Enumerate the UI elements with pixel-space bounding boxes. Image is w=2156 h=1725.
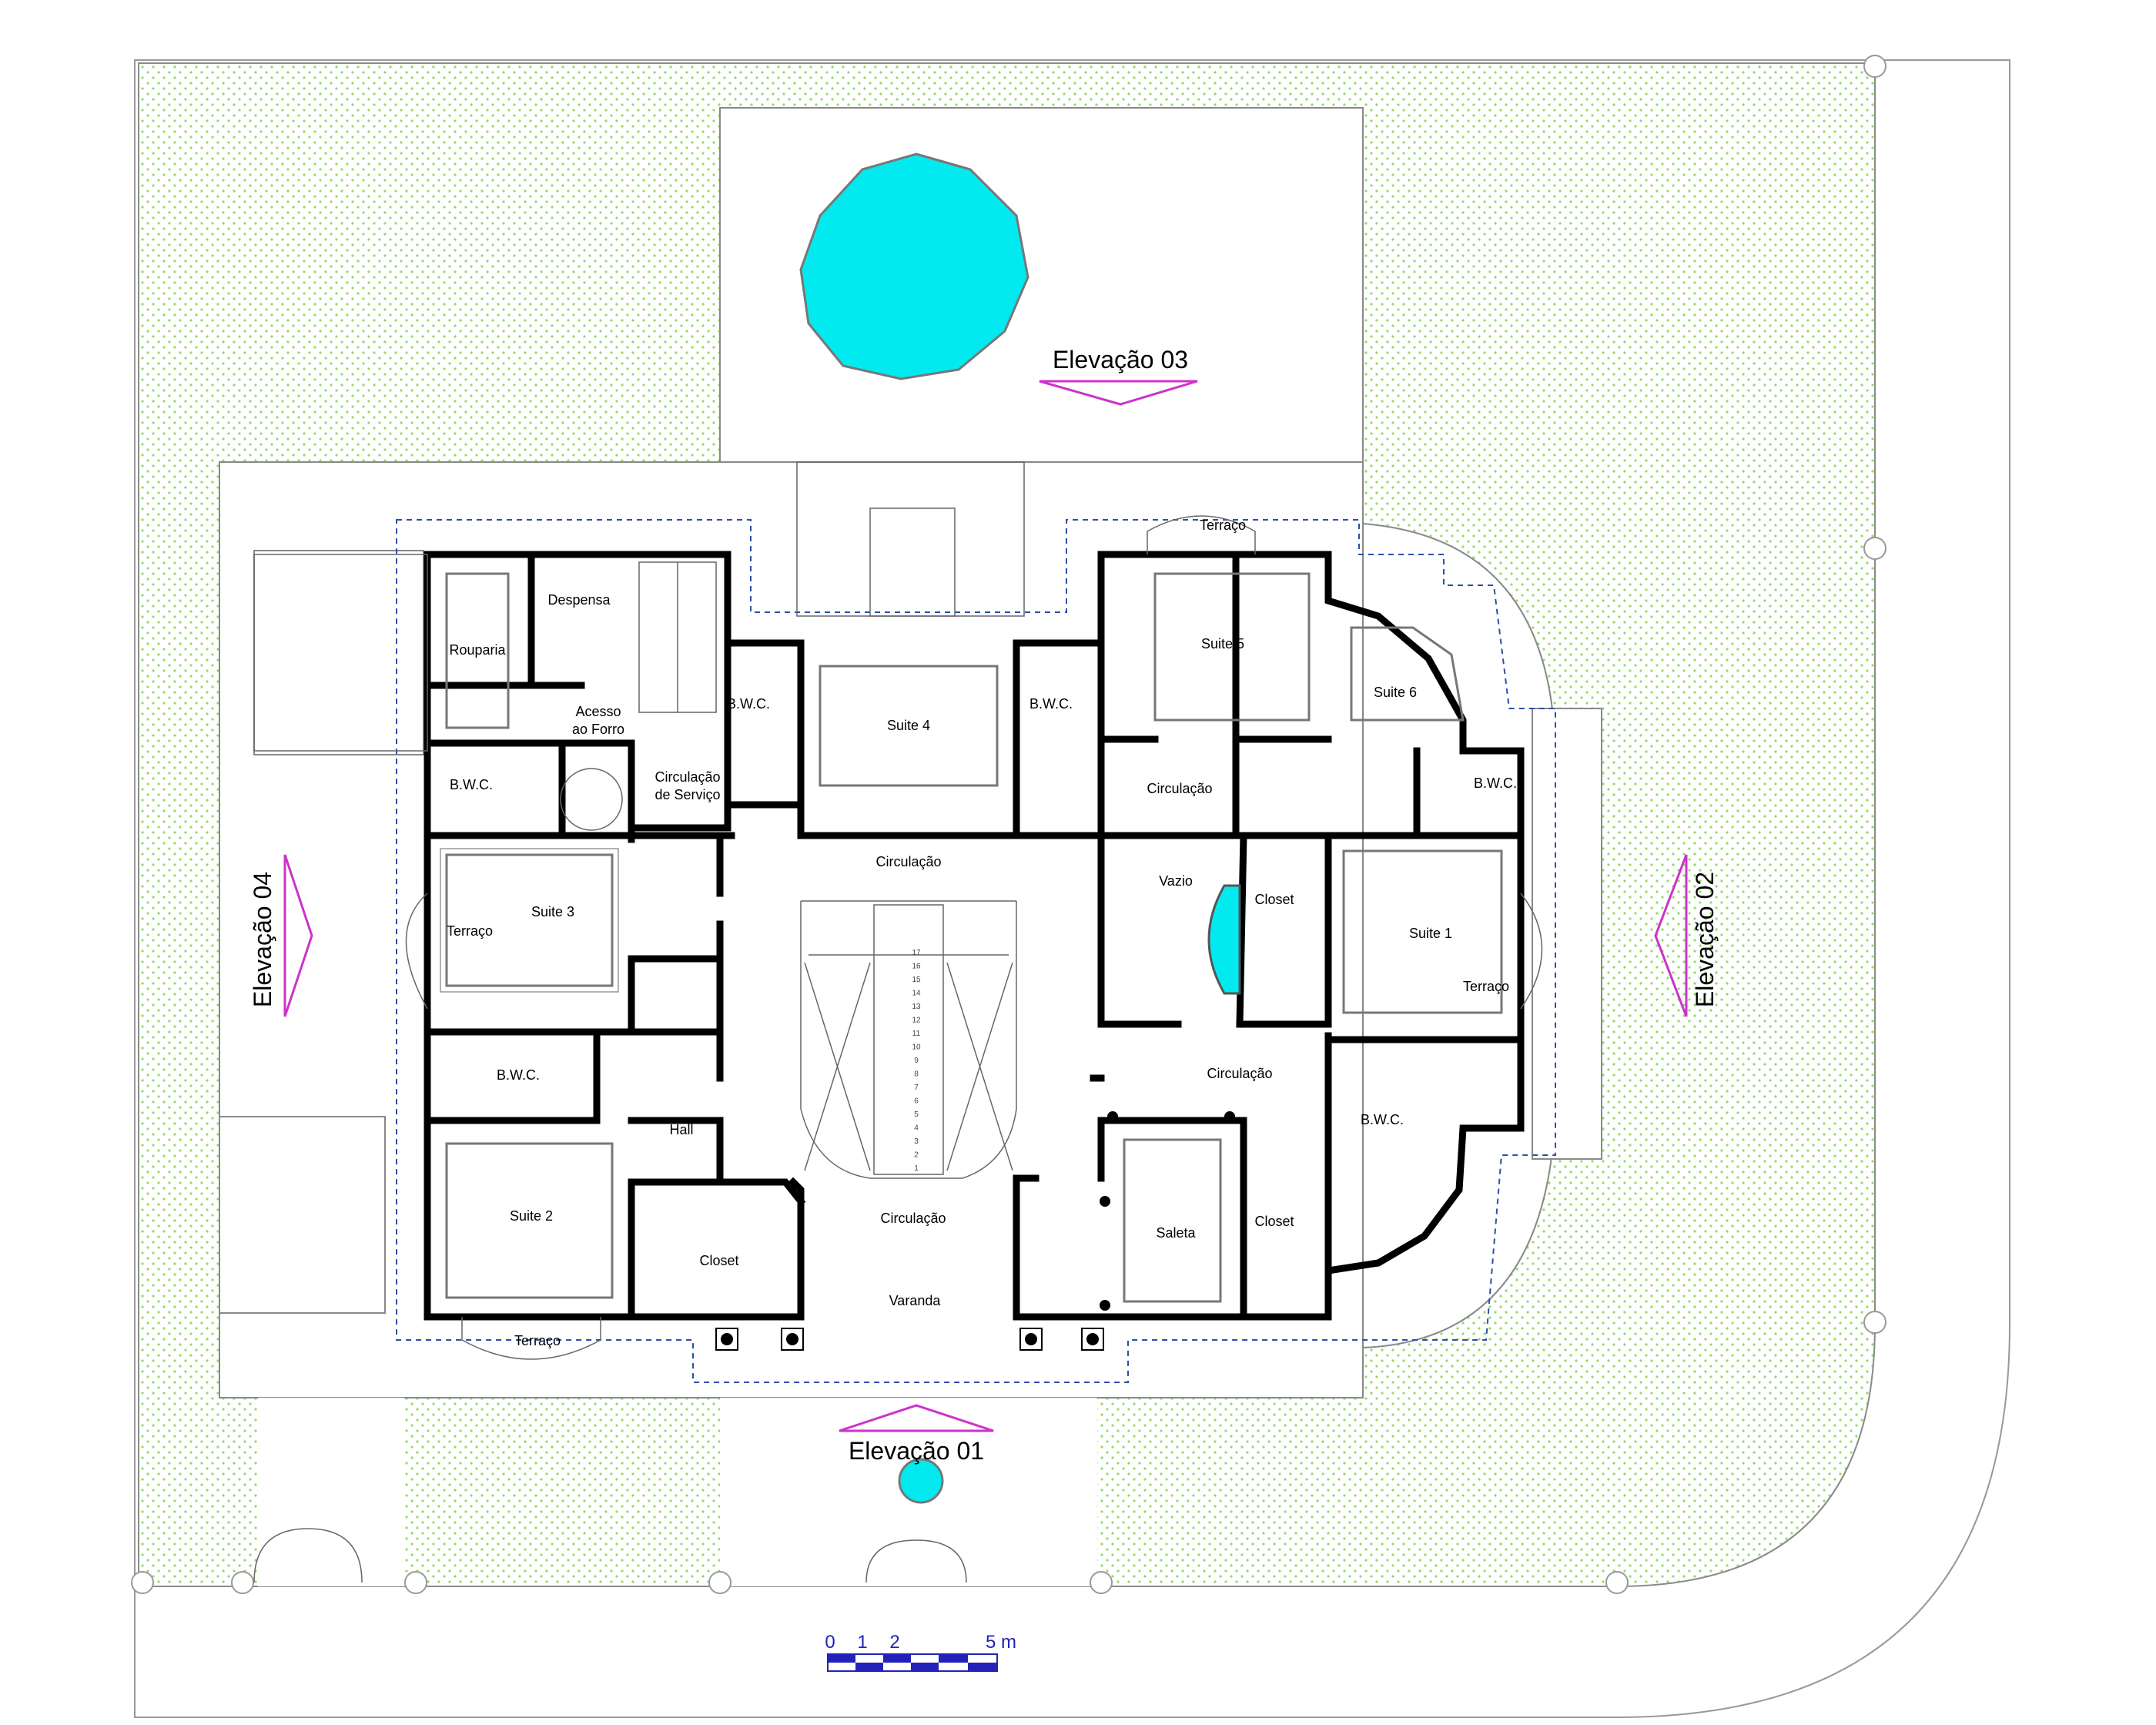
label-terraco-suite1: Terraço: [1463, 979, 1509, 994]
elevation-markers: Elevação 03 Elevação 01 Elevação 04 Elev…: [249, 346, 1719, 1465]
stair-step-number: 16: [912, 963, 921, 971]
label-suite1: Suite 1: [1409, 926, 1452, 941]
scale-tick-0: 0: [825, 1632, 835, 1653]
terrace-bays: [405, 515, 1543, 1360]
elevation-03-marker: [1039, 380, 1198, 406]
columns: [715, 1111, 1235, 1351]
label-suite4: Suite 4: [887, 718, 930, 733]
stair-step-number: 15: [912, 976, 921, 984]
stair-step-number: 12: [912, 1017, 921, 1025]
stair-step-number: 9: [914, 1057, 919, 1065]
scale-bar: 0 1 2 5 m: [825, 1632, 1016, 1672]
label-bwc-suite1: B.W.C.: [1361, 1112, 1404, 1127]
label-terraco-suite3: Terraço: [447, 923, 493, 939]
label-suite2: Suite 2: [510, 1208, 553, 1224]
label-despensa: Despensa: [547, 592, 611, 608]
elevation-02-marker: [1654, 854, 1688, 1017]
stair-step-number: 4: [914, 1124, 919, 1133]
stair-step-number: 11: [912, 1030, 921, 1038]
scale-tick-5: 5 m: [986, 1632, 1016, 1653]
interior-walls: [424, 551, 1525, 1321]
central-stair: [800, 900, 1017, 1179]
vazio-water: [1207, 884, 1241, 995]
label-acesso-forro-2: ao Forro: [572, 722, 624, 737]
fountain: [898, 1458, 944, 1504]
label-circ-right: Circulação: [1207, 1066, 1272, 1081]
label-saleta: Saleta: [1156, 1225, 1196, 1241]
label-circ-upper-center: Circulação: [875, 854, 941, 869]
label-rouparia: Rouparia: [449, 642, 506, 658]
elevation-03-label: Elevação 03: [1053, 346, 1188, 373]
label-closet-suite1: Closet: [1254, 892, 1294, 907]
pool: [799, 152, 1029, 380]
label-terraco-suite5: Terraço: [1200, 518, 1246, 533]
stair-step-number: 3: [914, 1137, 919, 1146]
scale-tick-2: 2: [889, 1632, 899, 1653]
elevation-04-marker: [283, 854, 313, 1017]
elevation-01-marker: [839, 1404, 994, 1432]
elevation-01-label: Elevação 01: [849, 1437, 984, 1465]
stair-step-number: 2: [914, 1151, 919, 1160]
stair-step-number: 14: [912, 990, 921, 998]
elevation-04-label: Elevação 04: [249, 872, 276, 1007]
paved-areas: [219, 107, 1602, 1586]
label-bwc-suite4-right: B.W.C.: [1029, 696, 1073, 712]
stair-step-number: 8: [914, 1070, 919, 1079]
label-bwc-servico: B.W.C.: [450, 777, 493, 792]
stair-step-number: 17: [912, 949, 921, 957]
label-acesso-forro-1: Acesso: [575, 704, 621, 719]
label-closet-lower-right: Closet: [1254, 1214, 1294, 1229]
label-closet-suite2: Closet: [699, 1253, 738, 1268]
label-circ-servico-2: de Serviço: [654, 787, 720, 802]
elevation-02-label: Elevação 02: [1691, 872, 1719, 1007]
stair-step-number: 13: [912, 1003, 921, 1011]
label-suite5: Suite 5: [1201, 636, 1244, 651]
lot-boundary: [134, 59, 2010, 1718]
stair-step-number: 6: [914, 1097, 919, 1106]
label-circ-servico-1: Circulação: [654, 769, 720, 785]
fence-posts: [131, 55, 1886, 1594]
stair-step-number: 1: [914, 1164, 919, 1173]
label-suite6: Suite 6: [1374, 685, 1417, 700]
label-circ-upper-right: Circulação: [1147, 781, 1212, 796]
decks: [253, 461, 1025, 752]
label-vazio: Vazio: [1159, 873, 1193, 889]
roof-outline: [396, 519, 1556, 1383]
label-suite3: Suite 3: [531, 904, 574, 919]
service-stair: [560, 561, 717, 831]
label-bwc-suite3: B.W.C.: [497, 1067, 540, 1083]
label-circ-lower: Circulação: [880, 1211, 946, 1226]
stair-step-number: 7: [914, 1084, 919, 1092]
label-bwc-suite6: B.W.C.: [1474, 775, 1517, 791]
label-bwc-suite4-left: B.W.C.: [727, 696, 770, 712]
label-varanda: Varanda: [889, 1293, 942, 1308]
label-hall: Hall: [669, 1122, 693, 1137]
stair-step-number: 5: [914, 1110, 919, 1119]
stair-step-number: 10: [912, 1043, 921, 1052]
scale-tick-1: 1: [857, 1632, 867, 1653]
label-terraco-suite2: Terraço: [514, 1333, 561, 1348]
room-labels: Rouparia Despensa Acesso ao Forro Circul…: [447, 518, 1517, 1348]
fixtures: [440, 572, 1503, 1303]
